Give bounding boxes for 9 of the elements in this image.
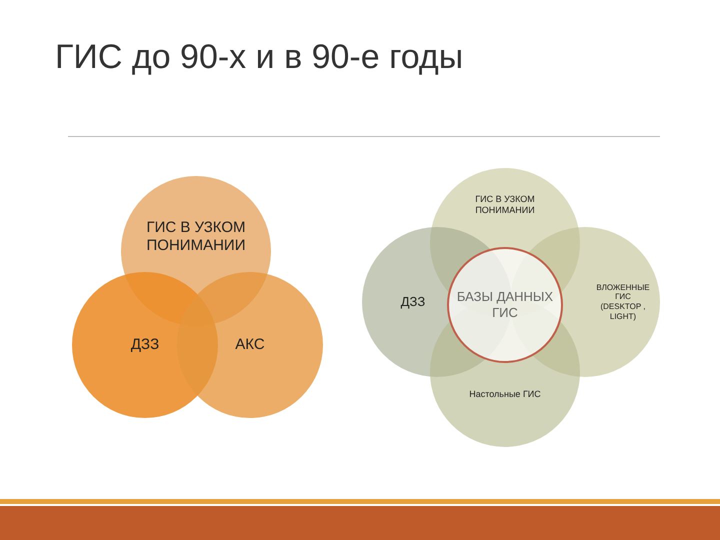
circle-label: БАЗЫ ДАННЫХ ГИС: [456, 289, 554, 321]
slide-title: ГИС до 90-х и в 90-е годы: [55, 38, 464, 77]
circle-label: Настольные ГИС: [469, 388, 541, 400]
circle-label: ВЛОЖЕННЫЕ ГИС (DESKTOP , LIGHT): [595, 282, 651, 322]
circle-label: ГИС В УЗКОМ ПОНИМАНИИ: [474, 194, 536, 216]
circle-label: ГИС В УЗКОМ ПОНИМАНИИ: [145, 219, 247, 255]
circle-label: АКС: [235, 336, 265, 354]
circle-label: ДЗЗ: [130, 336, 160, 354]
circle-label: ДЗЗ: [400, 294, 426, 310]
